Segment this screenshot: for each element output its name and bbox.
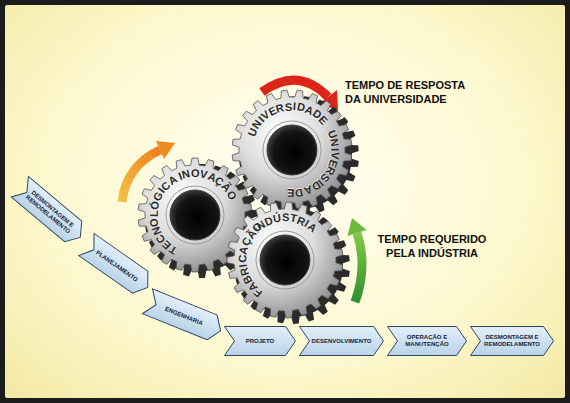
- annotation-label: TEMPO REQUERIDO PELA INDÚSTRIA: [372, 232, 492, 261]
- process-chevron: DESMONTAGEM E REMODELAMENTO: [10, 176, 89, 249]
- process-chevron: DESENVOLVIMENTO: [299, 326, 384, 356]
- gear-letter: I: [328, 148, 341, 151]
- annotation-label: TEMPO DE RESPOSTA DA UNIVERSIDADE: [345, 78, 475, 107]
- process-chevron: OPERAÇÃO E MANUTENÇÃO: [387, 326, 467, 356]
- process-chevron: PROJETO: [224, 326, 296, 356]
- green-arrow: [347, 218, 366, 302]
- gear-letter: S: [282, 211, 290, 224]
- gear-text: UNIVERSIDADE: [230, 88, 363, 221]
- process-chevron: PLANEJAMENTO: [78, 233, 156, 300]
- gear: INDÚSTRIAFABRICAÇÃO: [225, 200, 354, 329]
- gear-letter: E: [287, 186, 295, 199]
- gear-letter: N: [327, 138, 341, 148]
- gear-letter: O: [147, 217, 161, 228]
- chevron-label: DESMONTAGEM E REMODELAMENTO: [482, 334, 543, 348]
- gear-text: UNIVERSIDADE: [230, 88, 363, 221]
- gear-letter: C: [236, 255, 249, 263]
- chevron-label: OPERAÇÃO E MANUTENÇÃO: [399, 334, 456, 348]
- gear: UNIVERSIDADEUNIVERSIDADE: [230, 88, 363, 221]
- chevron-label: PROJETO: [236, 338, 285, 345]
- gear-letter: O: [191, 167, 200, 180]
- process-chevron: ENGENHARIA: [142, 288, 227, 344]
- gear-text: FABRICAÇÃO: [225, 200, 354, 329]
- gear-letter: L: [147, 210, 160, 217]
- process-chevron: DESMONTAGEM E REMODELAMENTO: [470, 326, 554, 356]
- chevron-label: DESENVOLVIMENTO: [311, 338, 373, 345]
- gear-letter: Ú: [272, 212, 282, 226]
- gear-letter: N: [181, 168, 192, 183]
- gear-letter: S: [284, 100, 292, 114]
